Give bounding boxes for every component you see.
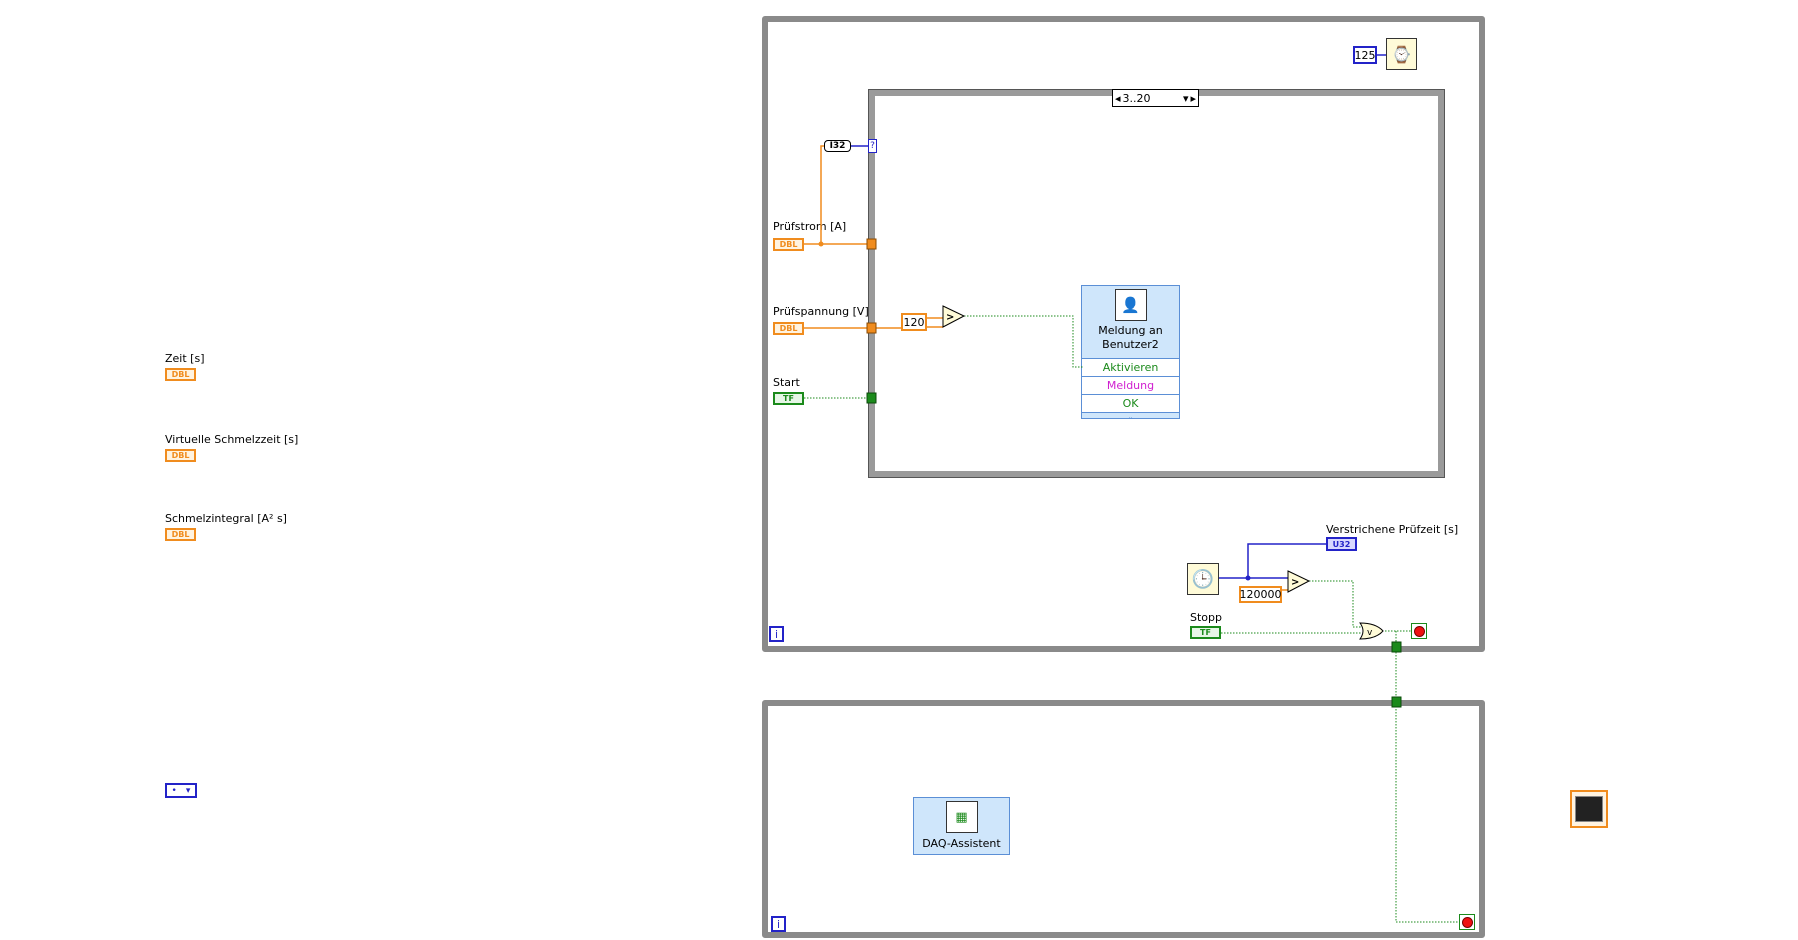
- zeit-indicator[interactable]: DBL: [165, 368, 196, 381]
- start-control[interactable]: TF: [773, 392, 804, 405]
- case-selector-terminal[interactable]: ?: [868, 139, 877, 153]
- wire-stop-to-loop2: [1395, 631, 1459, 923]
- virtuelle-schmelzzeit-label: Virtuelle Schmelzzeit [s]: [165, 433, 299, 446]
- wire-compare-to-or: [1309, 580, 1362, 628]
- wire-clock-to-elapsed: [1247, 543, 1326, 578]
- output-ok[interactable]: OK: [1082, 394, 1179, 412]
- meldung-an-benutzer-express-vi[interactable]: 👤 Meldung an Benutzer2 Aktivieren Meldun…: [1081, 285, 1180, 422]
- dropdown-arrow-icon: ▾: [185, 785, 191, 796]
- express-vi-title: Meldung an Benutzer2: [1098, 324, 1163, 351]
- wire-junction: [818, 241, 824, 247]
- stopp-label: Stopp: [1190, 611, 1222, 624]
- tunnel-pruefstrom: [866, 238, 877, 250]
- daq-assistant-express-vi[interactable]: ▦ DAQ-Assistent: [913, 797, 1010, 855]
- wire-junction: [1245, 575, 1251, 581]
- increment-arrow-icon[interactable]: ▸: [1190, 91, 1196, 105]
- tunnel-start: [866, 392, 877, 404]
- loop-condition-terminal-2[interactable]: [1459, 914, 1475, 930]
- pruefspannung-control[interactable]: DBL: [773, 322, 804, 335]
- virtuelle-schmelzzeit-indicator[interactable]: DBL: [165, 449, 196, 462]
- loop-condition-terminal-1[interactable]: [1411, 623, 1427, 639]
- svg-text:v: v: [1367, 628, 1373, 638]
- daq-label: DAQ-Assistent: [922, 837, 1001, 850]
- tunnel-loop2-in: [1391, 696, 1402, 708]
- to-i32-conversion[interactable]: I32: [824, 140, 851, 152]
- user-message-icon: 👤: [1114, 289, 1147, 321]
- decrement-arrow-icon[interactable]: ◂: [1115, 91, 1121, 105]
- enum-constant[interactable]: •▾: [165, 783, 197, 798]
- pruefspannung-label: Prüfspannung [V]: [773, 305, 869, 318]
- greater-than-node-1: >: [942, 305, 966, 328]
- iteration-terminal-2: i: [771, 916, 786, 932]
- enum-dot-icon: •: [171, 785, 177, 796]
- start-label: Start: [773, 376, 800, 389]
- svg-text:>: >: [946, 312, 954, 323]
- while-loop-2[interactable]: [762, 700, 1485, 938]
- case-selector[interactable]: ◂ 3..20 ▾ ▸: [1112, 89, 1199, 107]
- zeit-label: Zeit [s]: [165, 352, 205, 365]
- waveform-graph-icon[interactable]: [1570, 790, 1608, 828]
- elapsed-time-indicator[interactable]: U32: [1326, 537, 1357, 551]
- wait-ms-constant[interactable]: 125: [1353, 46, 1377, 64]
- input-aktivieren[interactable]: Aktivieren: [1082, 358, 1179, 376]
- pruefstrom-control[interactable]: DBL: [773, 238, 804, 251]
- daq-card-icon: ▦: [945, 801, 978, 833]
- while-loop-1[interactable]: [762, 16, 1485, 652]
- input-meldung[interactable]: Meldung: [1082, 376, 1179, 394]
- wait-timer-icon[interactable]: ⌚: [1386, 38, 1417, 70]
- time-limit-constant[interactable]: 120000: [1239, 586, 1282, 603]
- greater-than-node-2: >: [1287, 570, 1311, 593]
- pruefstrom-label: Prüfstrom [A]: [773, 220, 847, 233]
- dropdown-arrow-icon[interactable]: ▾: [1182, 91, 1189, 105]
- expand-chevron-icon[interactable]: ⌄: [1082, 412, 1179, 422]
- elapsed-time-label: Verstrichene Prüfzeit [s]: [1326, 523, 1459, 536]
- tick-count-clock-icon[interactable]: 🕒: [1187, 563, 1219, 595]
- tunnel-pruefspannung: [866, 322, 877, 334]
- case-selector-value: 3..20: [1122, 91, 1151, 105]
- schmelzintegral-label: Schmelzintegral [A² s]: [165, 512, 287, 525]
- iteration-terminal-1: i: [769, 626, 784, 642]
- wire-pruefstrom-to-i32: [820, 145, 824, 244]
- svg-text:>: >: [1291, 577, 1299, 588]
- schmelzintegral-indicator[interactable]: DBL: [165, 528, 196, 541]
- wire-compare-in: [927, 317, 943, 328]
- wire-compare-to-aktivieren: [964, 315, 1083, 368]
- stopp-control[interactable]: TF: [1190, 626, 1221, 639]
- or-node: v: [1359, 622, 1384, 640]
- voltage-constant[interactable]: 120: [901, 313, 927, 331]
- tunnel-loop1-out: [1391, 641, 1402, 653]
